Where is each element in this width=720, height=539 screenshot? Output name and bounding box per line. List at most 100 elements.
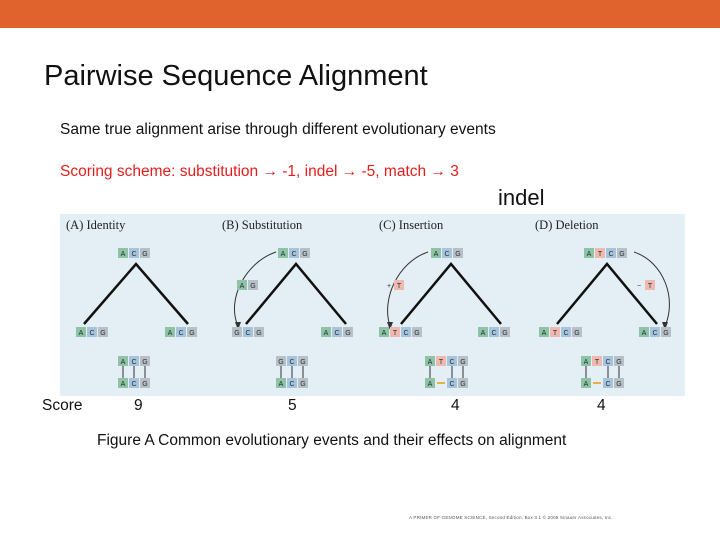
score-substitution: 5 xyxy=(288,397,297,414)
svg-text:A: A xyxy=(281,251,286,258)
svg-text:A: A xyxy=(434,251,439,258)
alignment-insertion: A T C G A C G xyxy=(425,356,468,388)
svg-text:T: T xyxy=(397,283,402,290)
panel-title-insertion: (C) Insertion xyxy=(379,218,444,232)
svg-text:C: C xyxy=(444,251,449,258)
svg-text:A: A xyxy=(428,359,433,366)
svg-text:G: G xyxy=(345,330,350,337)
panel-title-deletion: (D) Deletion xyxy=(535,218,599,232)
svg-text:G: G xyxy=(300,359,305,366)
score-label: Score xyxy=(42,397,83,414)
svg-text:G: G xyxy=(619,251,624,258)
svg-text:C: C xyxy=(449,381,454,388)
svg-text:A: A xyxy=(587,251,592,258)
substitution-diagram: A C G A G G C G A C G G C G xyxy=(232,248,353,388)
alignment-identity: A C G A C G xyxy=(118,356,150,388)
svg-text:A: A xyxy=(324,330,329,337)
substitution-label-AG: A G xyxy=(237,280,258,290)
left-seq-ACG: A C G xyxy=(76,327,108,337)
svg-text:A: A xyxy=(428,381,433,388)
svg-text:G: G xyxy=(278,359,283,366)
left-seq-ATCG: A T C G xyxy=(539,327,582,337)
insertion-label-plus-T: + T xyxy=(387,280,404,290)
figure-caption: Figure A Common evolutionary events and … xyxy=(97,432,567,449)
svg-text:G: G xyxy=(234,330,239,337)
svg-text:G: G xyxy=(455,251,460,258)
svg-text:G: G xyxy=(100,330,105,337)
panel-deletion: (D) Deletion A T C G − T A T C G A xyxy=(529,214,684,396)
svg-text:T: T xyxy=(393,330,398,337)
alignment-figure: (A) Identity A C G A C G A C G A C G xyxy=(60,214,685,396)
svg-text:G: G xyxy=(460,359,465,366)
ancestor-seq-ACG: A C G xyxy=(118,248,150,258)
svg-text:C: C xyxy=(563,330,568,337)
svg-text:C: C xyxy=(178,330,183,337)
svg-text:C: C xyxy=(289,381,294,388)
svg-text:G: G xyxy=(302,251,307,258)
insertion-diagram: A C G + T A T C G A C G A T C xyxy=(379,248,510,388)
svg-text:C: C xyxy=(289,359,294,366)
slide-subtitle: Same true alignment arise through differ… xyxy=(60,121,496,138)
svg-text:G: G xyxy=(414,330,419,337)
svg-text:C: C xyxy=(403,330,408,337)
svg-text:A: A xyxy=(121,251,126,258)
svg-text:A: A xyxy=(584,381,589,388)
svg-text:G: G xyxy=(616,381,621,388)
svg-text:G: G xyxy=(189,330,194,337)
svg-text:G: G xyxy=(300,381,305,388)
svg-text:G: G xyxy=(616,359,621,366)
score-insertion: 4 xyxy=(451,397,460,414)
slide-title: Pairwise Sequence Alignment xyxy=(44,60,428,92)
top-accent-bar xyxy=(0,0,720,28)
svg-text:C: C xyxy=(491,330,496,337)
credit-line: A PRIMER OF GENOME SCIENCE, Second Editi… xyxy=(409,515,613,520)
svg-text:C: C xyxy=(131,381,136,388)
svg-text:G: G xyxy=(142,359,147,366)
svg-text:C: C xyxy=(334,330,339,337)
svg-text:C: C xyxy=(605,359,610,366)
svg-text:G: G xyxy=(256,330,261,337)
svg-text:A: A xyxy=(584,359,589,366)
svg-text:G: G xyxy=(142,381,147,388)
score-deletion: 4 xyxy=(597,397,606,414)
svg-text:C: C xyxy=(89,330,94,337)
right-seq-ACG: A C G xyxy=(165,327,197,337)
svg-text:T: T xyxy=(598,251,603,258)
svg-text:T: T xyxy=(648,283,653,290)
ancestor-seq-ATCG: A T C G xyxy=(584,248,627,258)
ancestor-seq-ACG: A C G xyxy=(278,248,310,258)
svg-text:A: A xyxy=(542,330,547,337)
svg-text:T: T xyxy=(439,359,444,366)
svg-text:C: C xyxy=(605,381,610,388)
svg-text:G: G xyxy=(142,251,147,258)
panel-substitution: (B) Substitution A C G A G G C G A C xyxy=(216,214,371,396)
svg-text:C: C xyxy=(245,330,250,337)
ancestor-seq-ACG: A C G xyxy=(431,248,463,258)
deletion-label-minus-T: − T xyxy=(637,280,655,290)
scoring-scheme: Scoring scheme: substitution → -1, indel… xyxy=(60,163,459,180)
svg-text:A: A xyxy=(481,330,486,337)
panel-insertion: (C) Insertion A C G + T A T C G A C xyxy=(373,214,528,396)
svg-text:C: C xyxy=(449,359,454,366)
panel-title-substitution: (B) Substitution xyxy=(222,218,303,232)
panel-identity: (A) Identity A C G A C G A C G A C G xyxy=(60,214,215,396)
indel-label: indel xyxy=(498,185,545,210)
svg-text:C: C xyxy=(291,251,296,258)
svg-text:A: A xyxy=(121,381,126,388)
svg-text:A: A xyxy=(240,283,245,290)
svg-text:T: T xyxy=(595,359,600,366)
svg-text:A: A xyxy=(642,330,647,337)
svg-text:C: C xyxy=(131,359,136,366)
svg-text:A: A xyxy=(279,381,284,388)
svg-text:+: + xyxy=(387,283,391,290)
panel-title-identity: (A) Identity xyxy=(66,218,126,232)
svg-text:G: G xyxy=(663,330,668,337)
svg-text:C: C xyxy=(131,251,136,258)
svg-text:G: G xyxy=(460,381,465,388)
right-seq-ACG: A C G xyxy=(639,327,671,337)
svg-text:A: A xyxy=(79,330,84,337)
svg-text:−: − xyxy=(637,283,641,290)
svg-text:G: G xyxy=(574,330,579,337)
left-seq-GCG: G C G xyxy=(232,327,264,337)
left-seq-ATCG: A T C G xyxy=(379,327,422,337)
